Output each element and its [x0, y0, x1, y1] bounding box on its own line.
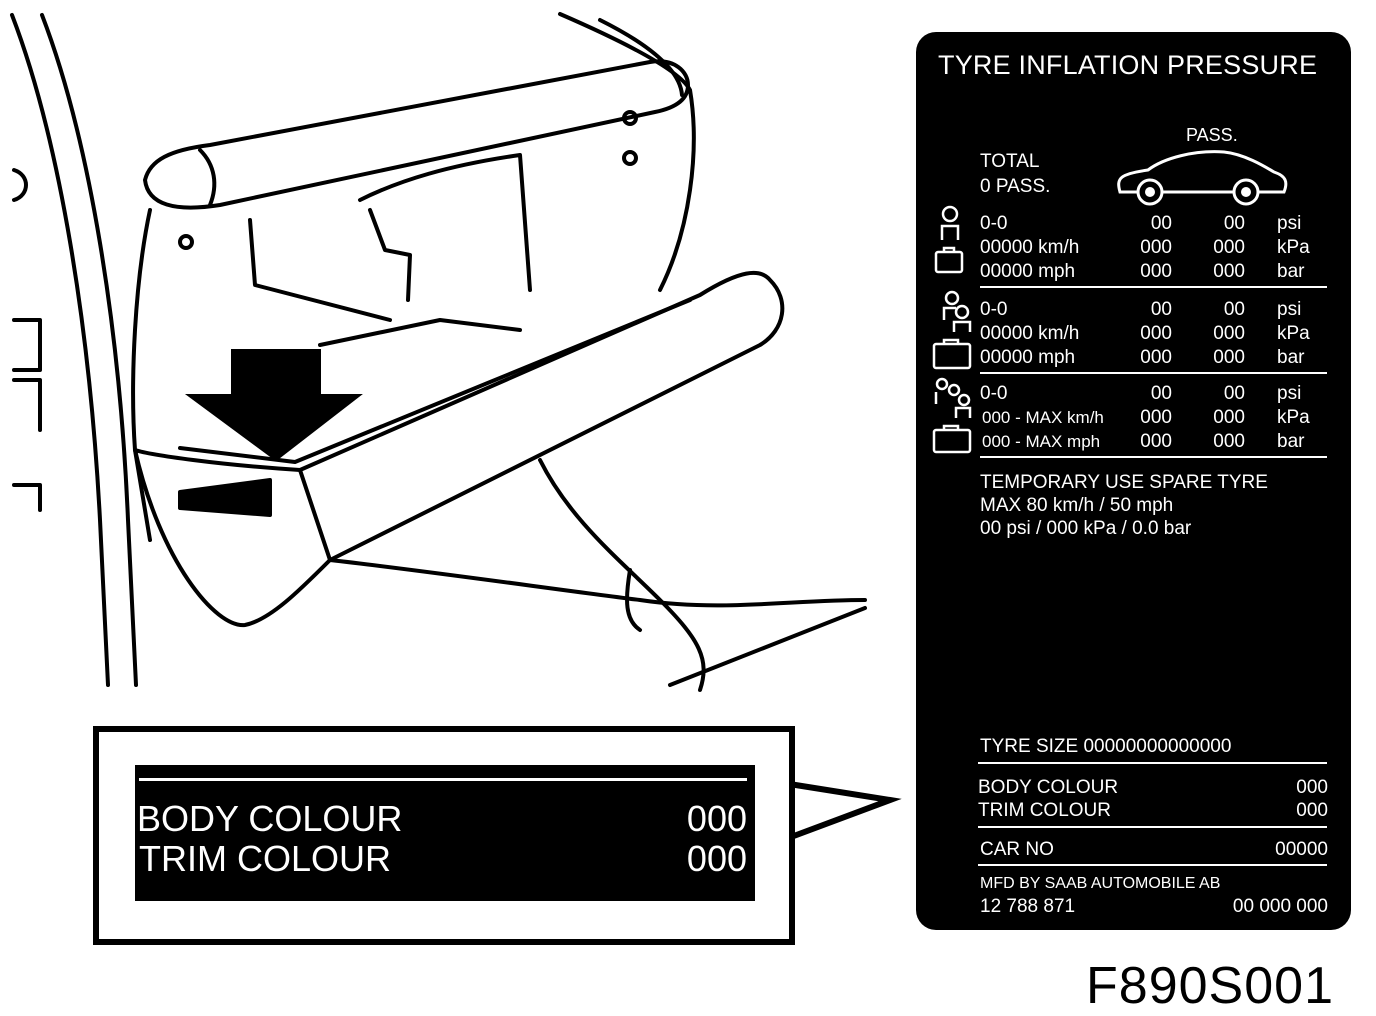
body-colour-value: 000 — [1296, 777, 1328, 798]
g3-r2-front: 000 — [1140, 407, 1172, 428]
placard-title: TYRE INFLATION PRESSURE — [938, 50, 1318, 80]
spare-line-2: MAX 80 km/h / 50 mph — [980, 495, 1174, 516]
glovebox-lid-edge — [298, 468, 332, 562]
callout-label: BODY COLOUR 000 TRIM COLOUR 000 — [135, 765, 755, 901]
g1-r2-front: 000 — [1140, 237, 1172, 258]
g1-r1-unit: psi — [1277, 213, 1302, 234]
body-colour-label: BODY COLOUR — [978, 777, 1119, 798]
mfd-by: MFD BY SAAB AUTOMOBILE AB — [980, 875, 1221, 892]
dash-top-inner — [598, 18, 684, 97]
g1-r3-unit: bar — [1277, 261, 1305, 282]
cavity-back-2 — [358, 153, 532, 292]
g1-r1-speed: 0-0 — [980, 213, 1008, 234]
g3-r1-speed: 0-0 — [980, 383, 1008, 404]
floor-line-2 — [538, 458, 706, 692]
serial-number: 00 000 000 — [1232, 896, 1328, 917]
g3-r2-speed: 000 - MAX km/h — [982, 408, 1104, 427]
cavity-back — [248, 218, 392, 322]
g2-r3-speed: 00000 mph — [980, 347, 1076, 368]
zoom-callout: BODY COLOUR 000 TRIM COLOUR 000 — [93, 726, 795, 945]
g3-r2-rear: 000 — [1213, 407, 1245, 428]
spare-line-3: 00 psi / 000 kPa / 0.0 bar — [980, 518, 1192, 539]
dash-top — [558, 12, 696, 292]
g2-r1-rear: 00 — [1223, 299, 1245, 320]
g1-r3-rear: 000 — [1213, 261, 1245, 282]
spare-line-1: TEMPORARY USE SPARE TYRE — [980, 472, 1268, 493]
callout-trim-colour-value: 000 — [686, 838, 747, 879]
g2-r2-front: 000 — [1140, 323, 1172, 344]
cavity-left — [131, 208, 152, 542]
door-pillar — [10, 13, 110, 687]
g1-r1-front: 00 — [1150, 213, 1172, 234]
g2-r2-rear: 000 — [1213, 323, 1245, 344]
divider — [980, 286, 1327, 288]
g1-r3-front: 000 — [1140, 261, 1172, 282]
sticker-location — [178, 478, 272, 517]
callout-body-colour-label: BODY COLOUR — [137, 798, 403, 839]
car-no-label: CAR NO — [980, 839, 1054, 860]
trim-colour-label: TRIM COLOUR — [978, 800, 1111, 821]
upper-trim — [143, 59, 690, 210]
g3-r3-speed: 000 - MAX mph — [982, 432, 1101, 451]
figure-code: F890S001 — [1086, 957, 1334, 1015]
dash-vent-2 — [12, 378, 42, 432]
car-icon — [1117, 150, 1288, 206]
g2-r2-unit: kPa — [1277, 323, 1310, 344]
car-no-value: 00000 — [1275, 839, 1328, 860]
divider — [978, 826, 1327, 828]
total-pass: 0 PASS. — [980, 176, 1051, 197]
cavity-bracket — [368, 208, 412, 302]
g1-r3-speed: 00000 mph — [980, 261, 1076, 282]
console-curve — [625, 568, 642, 632]
g3-r1-unit: psi — [1277, 383, 1302, 404]
g2-r2-speed: 00000 km/h — [980, 323, 1080, 344]
g3-r3-rear: 000 — [1213, 431, 1245, 452]
g2-r3-unit: bar — [1277, 347, 1305, 368]
dash-knob — [12, 168, 28, 202]
g3-r3-front: 000 — [1140, 431, 1172, 452]
g3-r3-unit: bar — [1277, 431, 1305, 452]
floor-line-3 — [668, 606, 867, 687]
glovebox-lid — [133, 270, 785, 628]
floor-line-1 — [328, 558, 867, 608]
load-icon-3-persons-luggage — [932, 377, 972, 454]
tyre-placard: TYRE INFLATION PRESSURE PASS. TOTAL 0 PA… — [916, 32, 1351, 930]
callout-body-colour-value: 000 — [686, 798, 747, 839]
door-pillar-inner — [40, 13, 138, 687]
g3-r1-rear: 00 — [1223, 383, 1245, 404]
g2-r1-speed: 0-0 — [980, 299, 1008, 320]
g1-r2-unit: kPa — [1277, 237, 1310, 258]
upper-trim-line — [198, 148, 217, 207]
g1-r2-speed: 00000 km/h — [980, 237, 1080, 258]
callout-pointer — [781, 780, 902, 843]
g3-r1-front: 00 — [1150, 383, 1172, 404]
g3-r2-unit: kPa — [1277, 407, 1310, 428]
divider — [978, 864, 1327, 866]
cavity-shelf — [318, 318, 522, 347]
trim-colour-value: 000 — [1296, 800, 1328, 821]
total-label: TOTAL — [980, 151, 1040, 172]
part-number: 12 788 871 — [980, 896, 1076, 917]
divider — [978, 762, 1327, 764]
divider — [980, 456, 1327, 458]
tyre-size: TYRE SIZE 00000000000000 — [980, 736, 1232, 757]
g2-r1-unit: psi — [1277, 299, 1302, 320]
glovebox-lid-inner — [178, 298, 692, 464]
dash-vent-1 — [12, 318, 42, 372]
g2-r1-front: 00 — [1150, 299, 1172, 320]
g1-r1-rear: 00 — [1223, 213, 1245, 234]
callout-divider — [139, 778, 747, 781]
callout-trim-colour-label: TRIM COLOUR — [139, 838, 391, 879]
g2-r3-rear: 000 — [1213, 347, 1245, 368]
dash-vent-3 — [12, 483, 42, 512]
pass-header: PASS. — [1186, 125, 1238, 145]
divider — [980, 372, 1327, 374]
g2-r3-front: 000 — [1140, 347, 1172, 368]
load-icon-1-person-luggage — [934, 205, 964, 274]
g1-r2-rear: 000 — [1213, 237, 1245, 258]
load-icon-2-persons-luggage — [932, 290, 972, 370]
down-arrow — [184, 349, 363, 462]
